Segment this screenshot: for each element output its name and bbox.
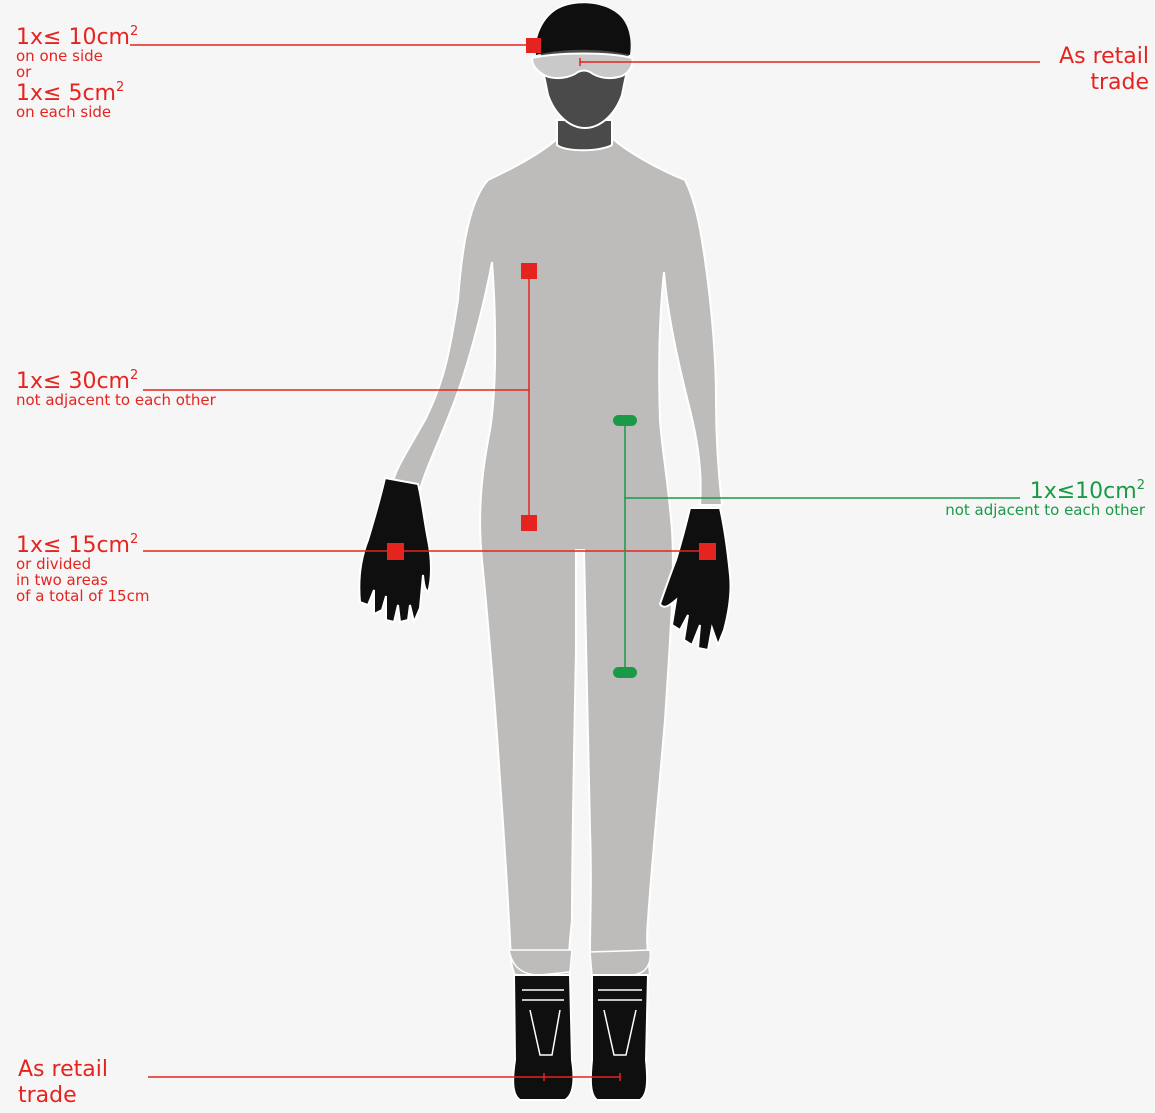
- helmet-note-one-side: on one side: [16, 49, 138, 65]
- torso-size: 1x≤ 30cm2: [16, 371, 216, 393]
- helmet-label: 1x≤ 10cm2 on one side or 1x≤ 5cm2 on eac…: [16, 27, 138, 120]
- helmet-size-2: 1x≤ 5cm2: [16, 83, 138, 105]
- boots-label-line1: As retail: [18, 1057, 108, 1083]
- goggles-leader: [580, 58, 1040, 66]
- boots-label-line2: trade: [18, 1083, 108, 1109]
- helmet-or: or: [16, 65, 138, 81]
- torso-label: 1x≤ 30cm2 not adjacent to each other: [16, 371, 216, 409]
- leg-label: 1x≤10cm2 not adjacent to each other: [945, 481, 1145, 519]
- leg-note: not adjacent to each other: [945, 503, 1145, 519]
- goggles-label-line1: As retail: [1059, 44, 1149, 70]
- goggles-label: As retail trade: [1059, 44, 1149, 97]
- gloves-label: 1x≤ 15cm2 or divided in two areas of a t…: [16, 535, 149, 604]
- torso-note: not adjacent to each other: [16, 393, 216, 409]
- suit-cuffs: [509, 950, 650, 975]
- boot-right-side: [513, 975, 573, 1100]
- helmet-marker: [130, 38, 541, 53]
- race-suit: [392, 120, 722, 975]
- leg-size: 1x≤10cm2: [945, 481, 1145, 503]
- gloves-note-3: of a total of 15cm: [16, 589, 149, 605]
- goggles-label-line2: trade: [1059, 70, 1149, 96]
- boot-left-side: [591, 975, 648, 1100]
- gloves-size: 1x≤ 15cm2: [16, 535, 149, 557]
- helmet-size: 1x≤ 10cm2: [16, 27, 138, 49]
- leg-markers: [613, 415, 1020, 678]
- helmet-note-each-side: on each side: [16, 105, 138, 121]
- boots-label: As retail trade: [18, 1057, 108, 1110]
